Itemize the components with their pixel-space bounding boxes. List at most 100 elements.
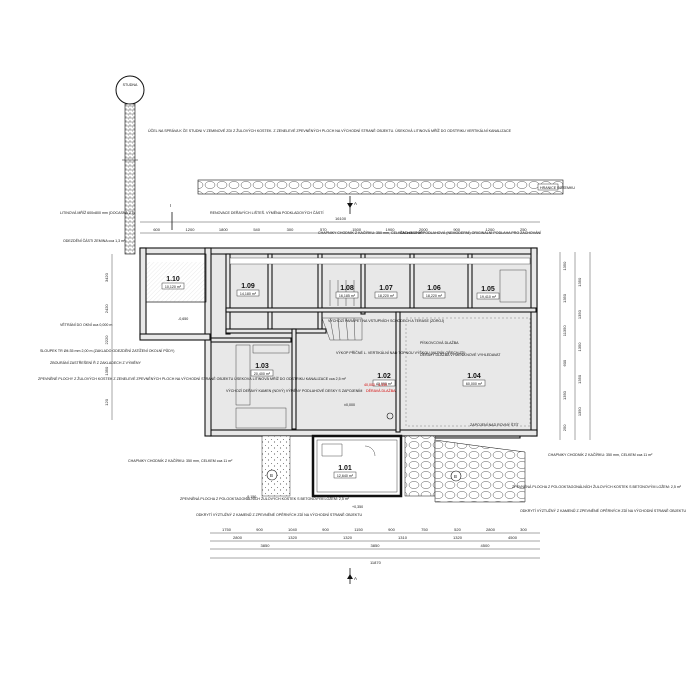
dim-bottom-value: 2800 xyxy=(233,535,243,540)
well-label: STUDNA xyxy=(123,83,138,87)
section-mark-sw: B xyxy=(266,469,278,481)
room-number: 1.10 xyxy=(166,276,180,283)
room-number: 1.02 xyxy=(377,373,391,380)
dim-right-value: 1350 xyxy=(577,277,582,287)
dim-left-value: 2420 xyxy=(104,304,109,314)
room-1-10: 1.10 10,120 m² xyxy=(161,276,185,290)
dim-bottom-value: 1320 xyxy=(453,535,463,540)
dim-left-value: 120 xyxy=(104,398,109,405)
dim-bottom-value: 300 xyxy=(520,527,527,532)
room-area-box xyxy=(236,289,260,297)
note-paving-west: ZPEVNĚNÉ PLOCHY Z ŽULOVÝCH KOSTEK Z ZENE… xyxy=(38,376,347,381)
room-area: 19,410 m² xyxy=(480,295,497,299)
boundary-strip: HRANICE POZEMKU xyxy=(197,179,575,195)
room-number: 1.05 xyxy=(481,286,495,293)
well: STUDNA xyxy=(115,75,145,255)
dim-top-value: 1200 xyxy=(186,227,196,232)
room-area-box xyxy=(372,379,396,387)
section-mark-left: I xyxy=(170,203,173,230)
note-reuse-floor: PÍSKOVCOVÁ DLAŽBA xyxy=(420,340,459,345)
dim-right-value: 1350 xyxy=(562,390,567,400)
room-number: 1.06 xyxy=(427,285,441,292)
dim-left-value: 2220 xyxy=(104,335,109,345)
level-marks: ±0,000 -0,150 +0,350 -0,650 xyxy=(178,317,363,509)
dim-bottom-value: 1150 xyxy=(354,527,363,532)
dims-right: 1350135013501350113501350600135013501350… xyxy=(559,252,591,440)
dim-right-value: 1350 xyxy=(562,293,567,303)
note-transverse: VÝKOP PŘÍČNÉ L. VERTIKÁLNÍ NAD TOPNOU VÝ… xyxy=(336,350,465,355)
dim-top-value: 600 xyxy=(153,227,160,232)
level-mark: ±0,000 xyxy=(344,403,355,407)
dim-bottom-value: 4500 xyxy=(508,535,518,540)
level-mark: -0,150 xyxy=(246,495,256,499)
dim-bottom-value: 1040 xyxy=(288,527,298,532)
note-stairs: VÝCHOZÍ PARAPET NA VSTUPNÍCH SCHODECH A … xyxy=(328,319,444,323)
note-paving-east: ZPEVNĚNÁ PLOCHA Z POLOOKTAGONÁLNÍCH ŽULO… xyxy=(512,484,682,489)
dim-bottom-value: 1320 xyxy=(343,535,353,540)
dim-left-value: 3420 xyxy=(104,272,109,282)
section-mark-top-label: A xyxy=(354,201,357,206)
dim-top-value: 2000 xyxy=(419,227,429,232)
note-paving-sw: ZPEVNĚNÁ PLOCHA Z POLOOKTAGONÁLNÍCH ŽULO… xyxy=(180,496,350,501)
room-area-box xyxy=(333,471,357,479)
room-area-box xyxy=(476,292,500,300)
dims-left: 3420 2420 2220 1350 120 xyxy=(104,254,113,420)
room-area: 60,000 m² xyxy=(466,382,483,386)
annex-1-01 xyxy=(261,434,526,503)
dim-right-value: 1350 xyxy=(577,342,582,352)
note-drain-replace: ZBOURÁNÍ ZASTŘEŠENÍ Ř Z ZAKLADECH Z VÝMĚ… xyxy=(50,360,141,365)
room-number: 1.08 xyxy=(340,285,354,292)
note-partial-walls: ZAPOJENÍ NAD ROVNÝ ŠTÍT xyxy=(470,422,520,427)
section-mark-sw-label: B xyxy=(270,473,273,478)
note-pipe-west: SLOUPEK TR Ø4:35 mm 2,00 m (ZAKLADO ODEZ… xyxy=(40,348,174,353)
dim-left-value: 1350 xyxy=(104,366,109,376)
level-mark: -0,650 xyxy=(178,317,188,321)
dim-top-value: 570 xyxy=(320,227,327,232)
red-note-line2: DĚRAVÁ DLAŽBA xyxy=(366,388,396,393)
dim-bottom-value: 750 xyxy=(421,527,428,532)
room-number: 1.07 xyxy=(379,285,393,292)
room-area: 18,220 m² xyxy=(426,294,443,298)
section-mark-left-label: I xyxy=(170,203,171,208)
dim-right-value: 250 xyxy=(562,424,567,431)
room-area: 10,120 m² xyxy=(165,285,182,289)
section-mark-right-label: B xyxy=(454,474,457,479)
note-pipe-section: LITINOVÁ MŘÍŽ 600x800 mm (DOCASNÁ ZT) xyxy=(60,210,134,215)
dim-bottom-value: 520 xyxy=(454,527,461,532)
room-area: 12,640 m² xyxy=(337,474,354,478)
dim-bottom-value: 4500 xyxy=(481,543,491,548)
building xyxy=(139,247,538,439)
dim-bottom-value: 3850 xyxy=(261,543,271,548)
dim-bottom-value: 900 xyxy=(388,527,395,532)
dim-top-value: 250 xyxy=(520,227,527,232)
note-drain-area: ODEZDĚNÍ ČÁSTI ZEMINA cca 1,3 m² xyxy=(63,238,126,243)
section-mark-bottom: A xyxy=(347,568,357,584)
dim-right-value: 1350 xyxy=(562,261,567,271)
room-1-05: 1.05 19,410 m² xyxy=(476,286,500,300)
room-area-box xyxy=(335,291,359,299)
note-vents: VĚTRÁNÍ DO OKNÍ cca 0,000 m xyxy=(60,322,112,327)
note-walkway-top: CHAPNIKY CHODNÍK Z KAČÍRKU: 350 mm, CELK… xyxy=(318,230,423,235)
dim-top-value: 1800 xyxy=(219,227,229,232)
dim-top-value: 540 xyxy=(253,227,260,232)
note-walkway-east: CHAPNIKY CHODNÍK Z KAČÍRKU: 350 mm, CELK… xyxy=(548,452,653,457)
room-number: 1.09 xyxy=(241,283,255,290)
dim-bottom-total: 11870 xyxy=(370,560,382,565)
note-renovation: RENOVACE DEŘAVÝCH LIŠTEŠ. VÝMĚNA PODKLAD… xyxy=(210,210,324,215)
dim-top-value: 300 xyxy=(287,227,294,232)
note-facade-sw: ODKRYTÍ VÝZTUŽNÝ Z KAMENŮ Z ZPEVNĚNÉ OPĚ… xyxy=(196,512,362,517)
room-1-09: 1.09 14,180 m² xyxy=(236,283,260,297)
dim-bottom-value: 1750 xyxy=(222,527,232,532)
dim-right-value: 11350 xyxy=(562,325,567,337)
room-area: 16,185 m² xyxy=(339,294,356,298)
dim-top-value: 1900 xyxy=(386,227,396,232)
room-area-box xyxy=(161,282,185,290)
room-area: 14,180 m² xyxy=(240,292,257,296)
